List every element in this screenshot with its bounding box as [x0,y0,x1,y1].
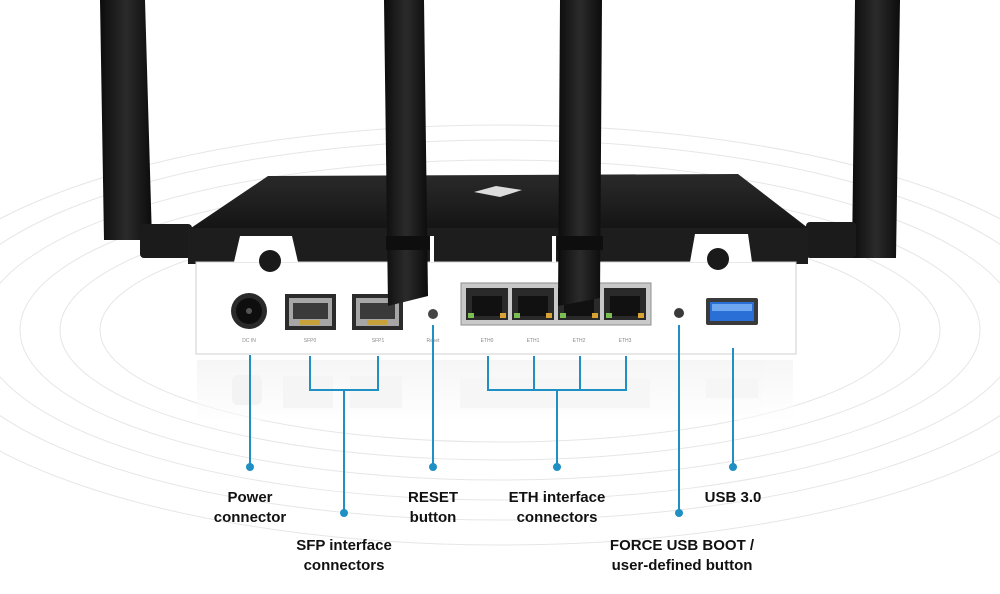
device-reflection [197,360,793,420]
port-label-sfp0: SFP0 [304,338,317,344]
power-jack [231,293,267,329]
force-usb-boot-label-line1: FORCE USB BOOT / [609,537,755,554]
reset-button-label-line2: button [409,509,457,526]
reset-button [428,309,438,319]
right-screw-icon [707,248,729,270]
eth-leader-dot [553,463,561,471]
power-connector-label-line2: connector [213,509,287,526]
eth-port-3 [604,288,646,320]
force-usb-leader-dot [675,509,683,517]
eth-ports [460,282,652,326]
sfp-port-1 [352,294,403,330]
port-label-sfp1: SFP1 [372,338,385,344]
eth-leader-line [487,356,627,466]
power-leader-dot [246,463,254,471]
port-label-eth1: ETH1 [527,338,540,344]
port-label-eth0: ETH0 [481,338,494,344]
force-usb-boot-label-line2: user-defined button [611,557,753,574]
leader-lines [249,325,734,512]
usb-3-label-line1: USB 3.0 [704,489,762,506]
usb-leader-dot [729,463,737,471]
eth-connectors-label: ETH interface connectors [487,488,627,528]
port-label-eth2: ETH2 [573,338,586,344]
force-usb-boot-label: FORCE USB BOOT / user-defined button [592,536,772,576]
usb-3-label: USB 3.0 [683,488,783,508]
eth-connectors-label-line2: connectors [516,509,598,526]
left-screw-icon [259,250,281,272]
port-label-eth3: ETH3 [619,338,632,344]
reset-button-label: RESET button [383,488,483,528]
front-antennas [384,0,603,306]
port-label-dc-in: DC IN [242,338,256,344]
right-antenna-mount [806,222,856,258]
eth-port-1 [512,288,554,320]
sfp-connectors-label: SFP interface connectors [274,536,414,576]
sfp-connectors-label-line2: connectors [303,557,385,574]
reset-leader-dot [429,463,437,471]
sfp-port-0 [285,294,336,330]
sfp-connectors-label-line1: SFP interface [296,537,392,554]
rear-antennas [100,0,900,258]
force-usb-boot-button [674,308,684,318]
usb-3-port [706,298,758,325]
eth-port-0 [466,288,508,320]
reset-button-label-line1: RESET [407,489,458,506]
eth-connectors-label-line1: ETH interface [508,489,606,506]
power-connector-label: Power connector [190,488,310,528]
router-brand-logo-icon [474,186,522,197]
power-connector-label-line1: Power [227,489,273,506]
sfp-leader-dot [340,509,348,517]
leader-dots [246,463,737,517]
sfp-leader-line [309,356,379,512]
left-antenna-mount [140,224,192,258]
